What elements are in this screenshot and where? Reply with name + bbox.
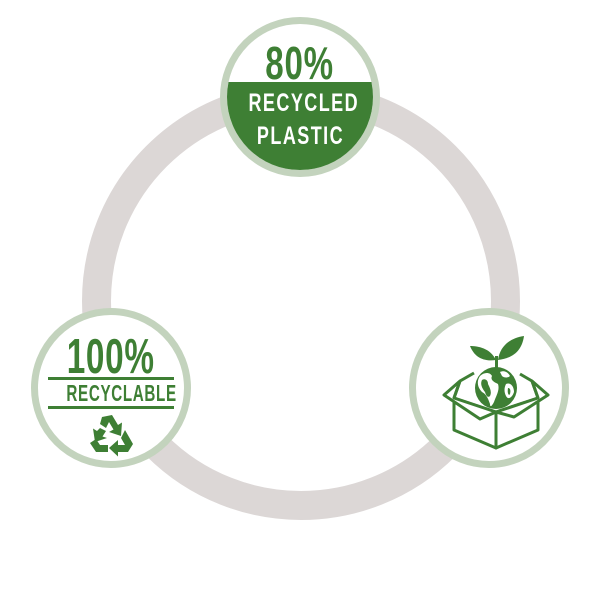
recycled-plastic-badge: 80% RECYCLED PLASTIC — [220, 17, 380, 177]
divider-top — [48, 377, 174, 380]
recyclable-percent: 100% — [38, 333, 184, 382]
recycled-label-text: RECYCLED — [248, 89, 360, 117]
divider-bottom — [48, 406, 174, 409]
recycled-percent-text: 80% — [265, 37, 335, 89]
sustainable-packaging-badge — [409, 308, 569, 468]
recyclable-label-text: RECYCLABLE — [66, 380, 177, 406]
badge-green-half — [227, 82, 373, 170]
plastic-label-text: PLASTIC — [256, 122, 344, 150]
recycle-icon — [90, 415, 133, 457]
plastic-label: PLASTIC — [227, 124, 373, 149]
globe-in-box-with-sprout-icon — [442, 336, 550, 450]
recyclable-label: RECYCLABLE — [38, 382, 184, 405]
recyclable-badge: 100% RECYCLABLE — [31, 308, 191, 468]
recycled-percent: 80% — [227, 40, 373, 86]
recyclable-percent-text: 100% — [67, 330, 155, 384]
recycled-label: RECYCLED — [227, 91, 373, 116]
